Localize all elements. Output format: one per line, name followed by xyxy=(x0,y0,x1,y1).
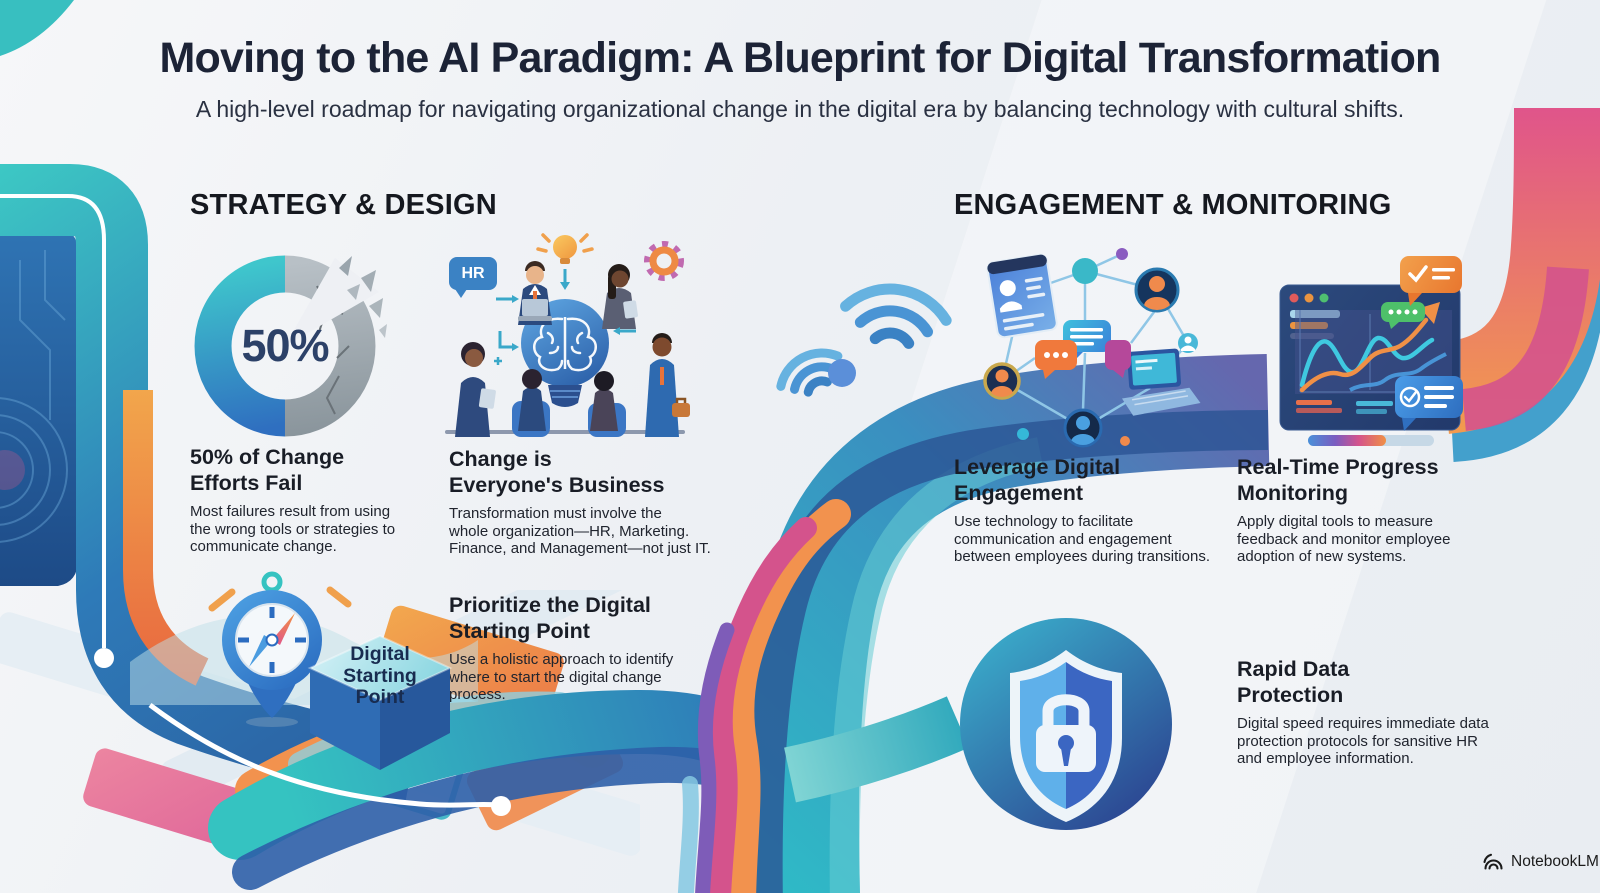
monitoring-dashboard-illustration xyxy=(1279,256,1463,446)
avatar-icon xyxy=(1063,408,1103,448)
plus-icon xyxy=(494,357,502,365)
ribbon-strand-lightblue xyxy=(677,776,699,893)
card-body: Apply digital tools to measure feedback … xyxy=(1237,513,1451,565)
card-body: Digital speed requires immediate data pr… xyxy=(1237,715,1489,767)
card-title: Rapid Data Protection xyxy=(1237,657,1350,707)
hr-speech-bubble: HR xyxy=(449,257,497,298)
chart-line-orange xyxy=(1299,317,1429,393)
person-figure xyxy=(645,333,690,437)
person-figure xyxy=(518,261,552,325)
shield-feed-band xyxy=(784,696,970,803)
card-body: Use a holistic approach to identify wher… xyxy=(449,651,674,703)
circuit-panel xyxy=(0,230,78,586)
ray xyxy=(326,586,352,608)
card-title: Leverage Digital Engagement xyxy=(954,455,1121,505)
engagement-network-illustration xyxy=(983,248,1201,448)
notebooklm-logo xyxy=(1483,853,1503,870)
page-title: Moving to the AI Paradigm: A Blueprint f… xyxy=(159,34,1441,82)
card-body: Transformation must involve the whole or… xyxy=(449,505,711,557)
ribbon-strand-orange xyxy=(724,499,851,893)
ray xyxy=(208,588,236,612)
ribbon-strand-purple xyxy=(695,622,735,893)
card-title: Prioritize the Digital Starting Point xyxy=(449,593,651,643)
person-figure xyxy=(455,342,496,437)
progress-bar-fill xyxy=(1308,435,1386,446)
lightbulb-glow-icon xyxy=(536,233,594,264)
wifi-icon xyxy=(776,348,843,397)
avatar-icon xyxy=(1134,267,1180,313)
card-title: 50% of Change Efforts Fail xyxy=(190,445,345,495)
chat-bubble-icon xyxy=(1063,320,1111,362)
avatar-icon xyxy=(983,362,1021,400)
typing-bubble-icon xyxy=(1381,302,1425,329)
starting-point-label: Digital Starting Point xyxy=(343,643,417,708)
card-body: Use technology to facilitate communicati… xyxy=(954,513,1210,565)
gear-icon xyxy=(644,241,684,281)
profile-card-icon xyxy=(986,253,1058,339)
wifi-icon xyxy=(840,283,952,349)
card-title: Real-Time Progress Monitoring xyxy=(1237,455,1439,505)
flow-arrows xyxy=(496,297,636,349)
network-node xyxy=(1120,436,1130,446)
traffic-dot-red xyxy=(1289,293,1299,303)
section-heading-engagement: ENGAGEMENT & MONITORING xyxy=(954,189,1392,221)
notebooklm-brand: NotebookLM xyxy=(1483,853,1599,871)
circuit-lines xyxy=(0,250,68,543)
page-subtitle: A high-level roadmap for navigating orga… xyxy=(195,96,1405,122)
node-dot xyxy=(828,359,856,387)
right-ribbon-blue xyxy=(1449,114,1600,462)
person-figure xyxy=(602,264,638,329)
footer-bars xyxy=(1296,400,1393,414)
card-progress-monitoring: Real-Time Progress Monitoring Apply digi… xyxy=(1237,454,1487,566)
traffic-dot-orange xyxy=(1304,293,1314,303)
chat-bubble-icon xyxy=(1035,340,1077,379)
person-figure-seated xyxy=(590,371,618,431)
card-title: Change is Everyone's Business xyxy=(449,447,665,497)
card-rapid-data-protection: Rapid Data Protection Digital speed requ… xyxy=(1237,656,1495,768)
right-ribbon-magenta xyxy=(1461,266,1589,431)
arrow-up-icon xyxy=(1420,302,1440,324)
collaboration-illustration xyxy=(445,233,690,437)
shield-lock-icon xyxy=(960,618,1172,830)
chart-line-teal xyxy=(1299,335,1435,388)
left-pipe-white-line xyxy=(0,194,106,648)
donut-value: 50% xyxy=(241,320,329,371)
avatar-icon xyxy=(1178,333,1198,353)
brand-label: NotebookLM xyxy=(1511,853,1599,870)
hr-badge-label: HR xyxy=(461,264,485,282)
person-figure-seated xyxy=(518,369,546,431)
network-node xyxy=(1017,428,1029,440)
chart-line-blue xyxy=(1349,352,1447,392)
laptop-icon xyxy=(1121,348,1201,416)
section-heading-strategy: STRATEGY & DESIGN xyxy=(190,189,497,221)
card-leverage-engagement: Leverage Digital Engagement Use technolo… xyxy=(954,454,1226,566)
network-node xyxy=(1072,258,1098,284)
top-ring xyxy=(261,571,283,593)
card-prioritize-starting-point: Prioritize the Digital Starting Point Us… xyxy=(449,592,701,704)
traffic-dot-green xyxy=(1319,293,1329,303)
card-body: Most failures result from using the wron… xyxy=(190,503,396,555)
network-node xyxy=(1116,248,1128,260)
ribbon-strand-magenta xyxy=(709,517,817,893)
card-change-everyones-business: Change is Everyone's Business Transforma… xyxy=(449,446,711,558)
chat-bubble-icon xyxy=(1105,340,1131,378)
card-change-efforts-fail: 50% of Change Efforts Fail Most failures… xyxy=(190,444,430,556)
